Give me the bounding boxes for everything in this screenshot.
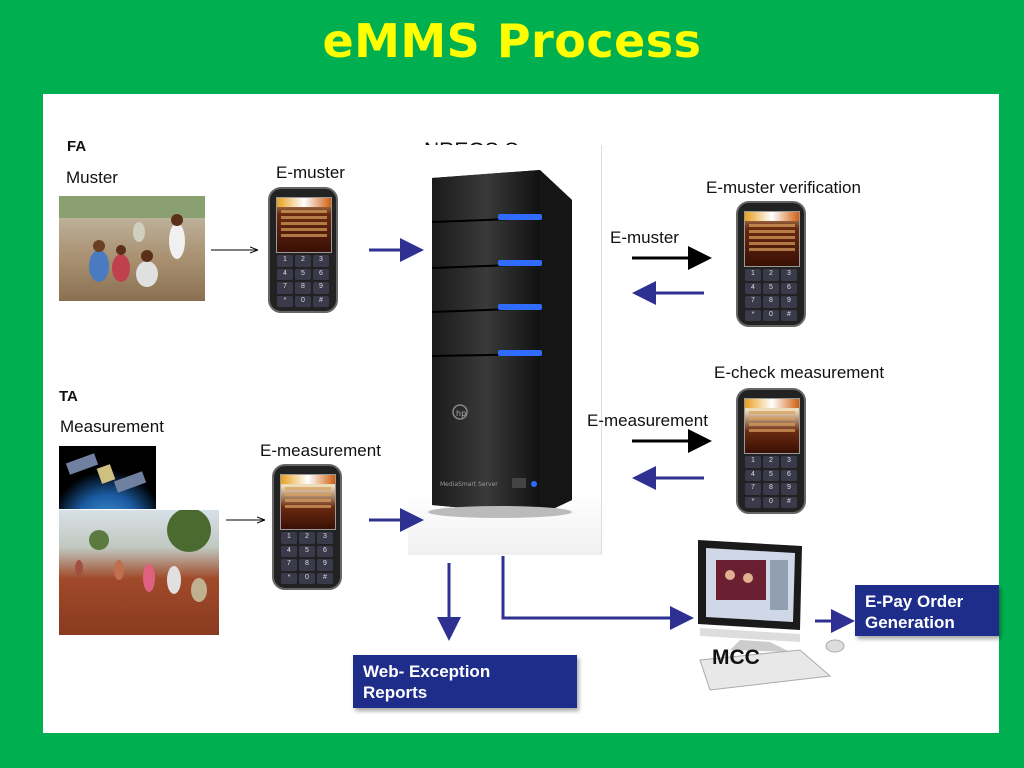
right-mid-arrow-label: E-measurement [587, 411, 708, 430]
fa-role-label: FA [67, 138, 87, 155]
measurement-workers-illustration [75, 510, 211, 602]
muster-field-photo [59, 196, 205, 301]
muster-workers-illustration [59, 196, 205, 287]
mcc-label: MCC [712, 646, 760, 669]
right-top-arrow-label: E-muster [610, 228, 679, 247]
ta-role-label: TA [59, 388, 78, 405]
web-line1: Web- Exception [363, 662, 491, 681]
satellite-photo [59, 446, 156, 509]
satellite-illustration [65, 453, 147, 493]
epay-order-box: E-Pay Order Generation [855, 585, 999, 636]
fa-phone-label: E-muster [276, 163, 345, 182]
web-exception-box: Web- Exception Reports [353, 655, 577, 708]
epay-line2: Generation [865, 613, 955, 632]
ta-task-label: Measurement [60, 417, 164, 436]
ta-phone-label: E-measurement [260, 441, 381, 460]
slide-title: eMMS Process [322, 14, 702, 68]
fa-task-label: Muster [66, 168, 118, 187]
measurement-field-photo [59, 510, 219, 635]
right-mid-phone-label: E-check measurement [714, 363, 885, 382]
server-backdrop [408, 145, 602, 555]
right-top-phone-label: E-muster verification [706, 178, 861, 197]
epay-line1: E-Pay Order [865, 592, 964, 611]
web-line2: Reports [363, 683, 428, 702]
